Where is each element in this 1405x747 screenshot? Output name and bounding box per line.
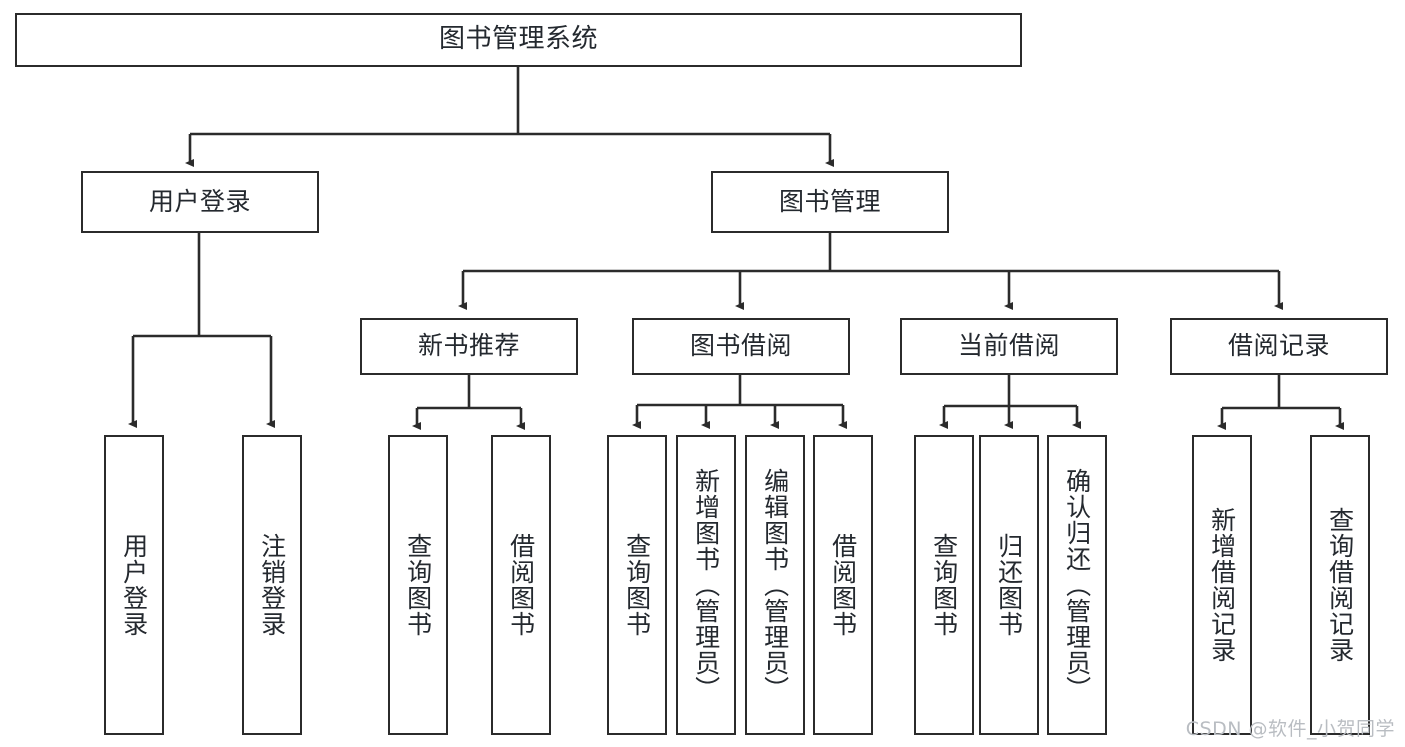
node-leaf-return-book[interactable]: 归还图书 (979, 435, 1039, 735)
node-leaf-borrow-book-2-label: 借阅图书 (828, 533, 858, 637)
node-new-book-recommend[interactable]: 新书推荐 (360, 318, 578, 375)
node-leaf-confirm-return-label: 确认归还（管理员） (1062, 468, 1092, 702)
node-leaf-query-record[interactable]: 查询借阅记录 (1310, 435, 1370, 735)
node-leaf-query-book-1[interactable]: 查询图书 (388, 435, 448, 735)
node-book-management[interactable]: 图书管理 (711, 171, 949, 233)
node-current-borrow-label: 当前借阅 (957, 331, 1060, 361)
node-leaf-edit-book[interactable]: 编辑图书（管理员） (745, 435, 805, 735)
node-leaf-add-book[interactable]: 新增图书（管理员） (676, 435, 736, 735)
node-root[interactable]: 图书管理系统 (15, 13, 1022, 67)
node-user-login-label: 用户登录 (148, 186, 251, 216)
csdn-watermark: CSDN @软件_小贺同学 (1185, 718, 1395, 740)
node-leaf-add-book-label: 新增图书（管理员） (691, 468, 721, 702)
node-new-book-recommend-label: 新书推荐 (417, 331, 520, 361)
node-leaf-confirm-return[interactable]: 确认归还（管理员） (1047, 435, 1107, 735)
node-leaf-add-record[interactable]: 新增借阅记录 (1192, 435, 1252, 735)
node-leaf-user-login[interactable]: 用户登录 (104, 435, 164, 735)
node-leaf-user-login-label: 用户登录 (119, 533, 149, 637)
node-user-login[interactable]: 用户登录 (81, 171, 319, 233)
node-book-borrow[interactable]: 图书借阅 (632, 318, 850, 375)
node-leaf-logout[interactable]: 注销登录 (242, 435, 302, 735)
node-borrow-record[interactable]: 借阅记录 (1170, 318, 1388, 375)
node-book-borrow-label: 图书借阅 (689, 331, 792, 361)
node-leaf-borrow-book-1[interactable]: 借阅图书 (491, 435, 551, 735)
node-borrow-record-label: 借阅记录 (1227, 331, 1330, 361)
node-root-label: 图书管理系统 (438, 24, 598, 55)
node-leaf-query-book-1-label: 查询图书 (403, 533, 433, 637)
node-leaf-logout-label: 注销登录 (257, 533, 287, 637)
node-leaf-query-book-3-label: 查询图书 (929, 533, 959, 637)
node-leaf-query-record-label: 查询借阅记录 (1325, 507, 1355, 663)
node-leaf-query-book-2[interactable]: 查询图书 (607, 435, 667, 735)
node-leaf-query-book-3[interactable]: 查询图书 (914, 435, 974, 735)
node-leaf-return-book-label: 归还图书 (994, 533, 1024, 637)
node-leaf-edit-book-label: 编辑图书（管理员） (760, 468, 790, 702)
node-leaf-query-book-2-label: 查询图书 (622, 533, 652, 637)
node-book-management-label: 图书管理 (778, 186, 881, 216)
node-leaf-add-record-label: 新增借阅记录 (1207, 507, 1237, 663)
node-leaf-borrow-book-2[interactable]: 借阅图书 (813, 435, 873, 735)
node-leaf-borrow-book-1-label: 借阅图书 (506, 533, 536, 637)
node-current-borrow[interactable]: 当前借阅 (900, 318, 1118, 375)
